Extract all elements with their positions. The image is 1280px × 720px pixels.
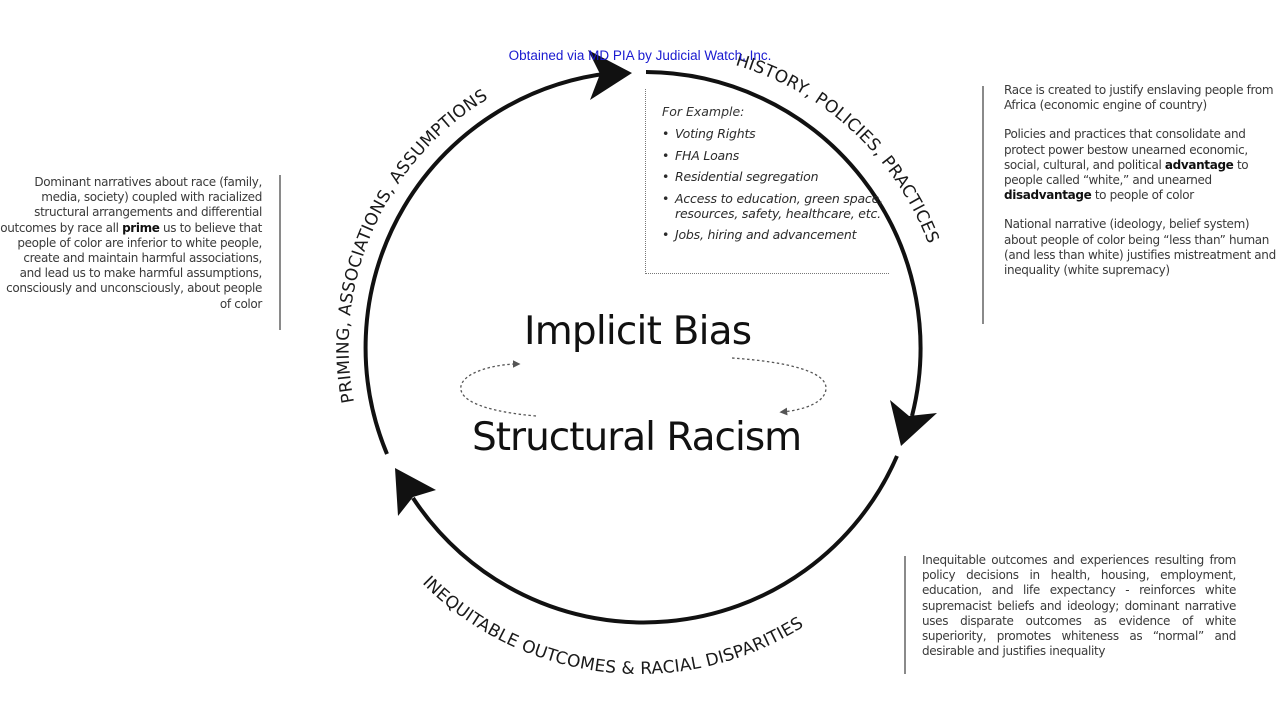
left-note-divider <box>279 175 281 330</box>
left-note-bold: prime <box>122 220 160 235</box>
bottom-note: Inequitable outcomes and experiences res… <box>922 553 1236 659</box>
arc-label-outcomes: INEQUITABLE OUTCOMES & RACIAL DISPARITIE… <box>418 572 807 679</box>
arrowhead-left-icon <box>395 468 436 516</box>
implicit-bias-label: Implicit Bias <box>524 309 752 354</box>
right-note-p3: National narrative (ideology, belief sys… <box>1004 217 1276 278</box>
examples-list: Voting Rights FHA Loans Residential segr… <box>662 126 892 249</box>
right-note-p2-b: to people called “white,” and unearned <box>1004 157 1249 188</box>
cycle-arc-outcomes <box>411 455 899 625</box>
left-note-text-b: us to believe that people of color are i… <box>6 220 262 311</box>
right-note-p1: Race is created to justify enslaving peo… <box>1004 83 1274 113</box>
inner-loop-left-icon <box>460 360 537 417</box>
right-note-p2-bold-advantage: advantage <box>1164 157 1234 172</box>
example-item: Voting Rights <box>662 126 892 141</box>
structural-racism-label: Structural Racism <box>472 415 802 460</box>
right-note-p2-a: Policies and practices that consolidate … <box>1004 127 1248 172</box>
examples-box: For Example: Voting Rights FHA Loans Res… <box>645 89 889 274</box>
example-item: Residential segregation <box>662 169 892 184</box>
arrowhead-right-icon <box>890 400 937 446</box>
right-note-p2: Policies and practices that consolidate … <box>1004 127 1280 203</box>
right-note: Race is created to justify enslaving peo… <box>1004 83 1280 292</box>
right-note-divider <box>982 86 984 324</box>
right-note-p2-bold-disadvantage: disadvantage <box>1004 188 1092 203</box>
left-note-text-a: Dominant narratives about race (family, … <box>0 175 262 235</box>
right-note-p2-c: to people of color <box>1091 188 1194 203</box>
example-item: FHA Loans <box>662 148 892 163</box>
example-item: Jobs, hiring and advancement <box>662 227 892 242</box>
bottom-note-divider <box>904 556 906 674</box>
left-note: Dominant narratives about race (family, … <box>0 175 262 312</box>
examples-title: For Example: <box>662 104 745 119</box>
arrowhead-top-icon <box>588 50 632 100</box>
example-item: Access to education, green space, resour… <box>662 191 892 221</box>
cycle-arc-priming <box>363 71 613 455</box>
inner-loop-right-icon <box>731 357 827 416</box>
watermark: Obtained via MD PIA by Judicial Watch, I… <box>508 48 772 63</box>
